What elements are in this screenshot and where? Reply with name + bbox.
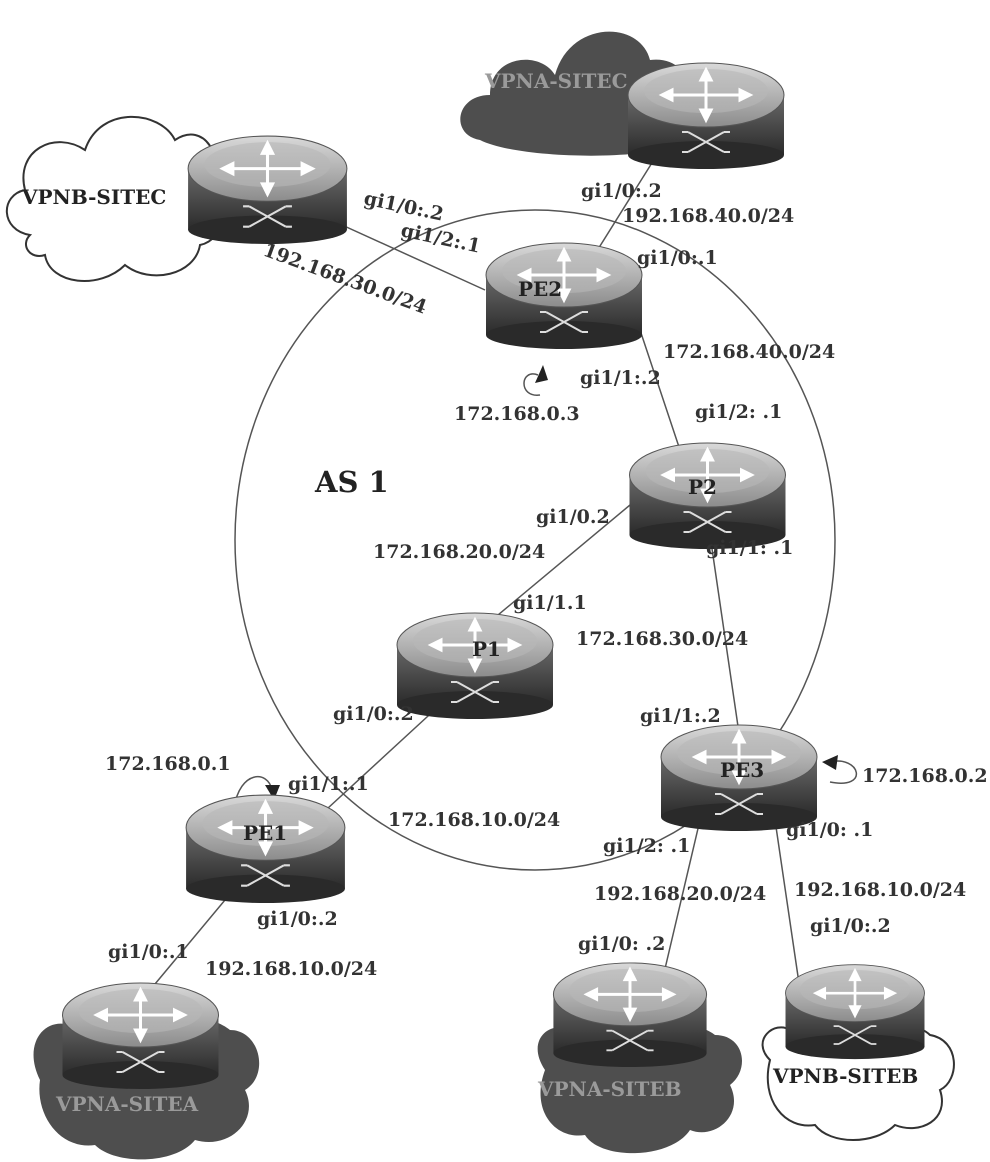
link-pe2-p2 — [639, 329, 681, 451]
interface-label: gi1/1:.1 — [288, 773, 369, 795]
interface-label: gi1/2: .1 — [603, 835, 690, 857]
link-p2-p1 — [479, 504, 631, 631]
loopback-pe3-arrow — [829, 760, 858, 784]
loopback-pe2-arrow — [523, 373, 541, 396]
loopback-pe2-arrowhead — [535, 365, 548, 383]
network-label: 192.168.20.0/24 — [594, 883, 766, 905]
interface-label: gi1/0:.1 — [637, 247, 718, 269]
interface-label: gi1/0: .1 — [786, 819, 873, 841]
loopback-pe2: 172.168.0.3 — [454, 403, 580, 425]
loopback-pe1-arrowhead — [265, 785, 280, 800]
network-label: 172.168.20.0/24 — [373, 541, 545, 563]
site-label: VPNA-SITEB — [537, 1077, 682, 1101]
loopback-pe1: 172.168.0.1 — [105, 753, 231, 775]
router-vpnb-sitec[interactable] — [186, 134, 349, 245]
router-vpnb-siteb[interactable] — [784, 963, 926, 1060]
interface-label: gi1/0: .2 — [578, 933, 665, 955]
site-label: VPNB-SITEC — [21, 185, 166, 209]
router-pe2[interactable]: PE2 — [484, 241, 644, 350]
interface-label: gi1/0:.2 — [810, 915, 891, 937]
router-p1[interactable]: P1 — [395, 611, 555, 720]
router-label: PE3 — [720, 758, 764, 782]
interface-label: gi1/2: .1 — [695, 401, 782, 423]
router-vpna-siteb[interactable] — [551, 961, 709, 1068]
router-label: P1 — [472, 637, 501, 661]
network-label: 172.168.40.0/24 — [663, 341, 835, 363]
link-vpnb-sitec-pe2 — [319, 214, 486, 291]
router-vpna-sitec[interactable] — [626, 61, 786, 170]
router-label: PE2 — [518, 277, 562, 301]
network-label: 192.168.30.0/24 — [260, 239, 429, 319]
interface-label: gi1/0:.2 — [333, 703, 414, 725]
router-p2[interactable]: P2 — [627, 441, 788, 550]
link-p2-pe3 — [709, 534, 741, 741]
network-label: 172.168.30.0/24 — [576, 628, 748, 650]
interface-label: gi1/0.2 — [536, 506, 610, 528]
loopback-pe3-arrowhead — [822, 755, 838, 770]
site-label: VPNA-SITEA — [55, 1092, 199, 1116]
link-pe3-siteb-a — [659, 819, 701, 991]
as-boundary — [234, 209, 836, 871]
loopback-pe3: 172.168.0.2 — [862, 765, 988, 787]
site-label: VPNB-SITEB — [772, 1064, 918, 1088]
interface-label: gi1/1.1 — [513, 592, 587, 614]
interface-label: gi1/1:.2 — [580, 367, 661, 389]
link-p1-pe1 — [314, 704, 441, 821]
network-label: 192.168.10.0/24 — [205, 958, 377, 980]
as-label: AS 1 — [314, 465, 389, 499]
network-label: 192.168.10.0/24 — [794, 879, 966, 901]
interface-label: gi1/0:.2 — [581, 180, 662, 202]
network-label: 172.168.10.0/24 — [388, 809, 560, 831]
interface-label: gi1/1:.2 — [640, 705, 721, 727]
interface-label: gi1/1: .1 — [706, 537, 793, 559]
interface-label: gi1/0:.2 — [257, 908, 338, 930]
router-pe1[interactable]: PE1 — [184, 793, 347, 904]
interface-label: gi1/0:.1 — [108, 941, 189, 963]
router-label: PE1 — [243, 821, 287, 845]
router-vpna-sitea[interactable] — [60, 981, 221, 1090]
link-pe3-siteb-b — [774, 819, 801, 991]
site-label: VPNA-SITEC — [484, 69, 628, 93]
network-label: 192.168.40.0/24 — [622, 205, 794, 227]
cloud-vpnb-sitec: VPNB-SITEC — [5, 115, 228, 282]
router-pe3[interactable]: PE3 — [659, 723, 819, 832]
router-label: P2 — [688, 475, 717, 499]
